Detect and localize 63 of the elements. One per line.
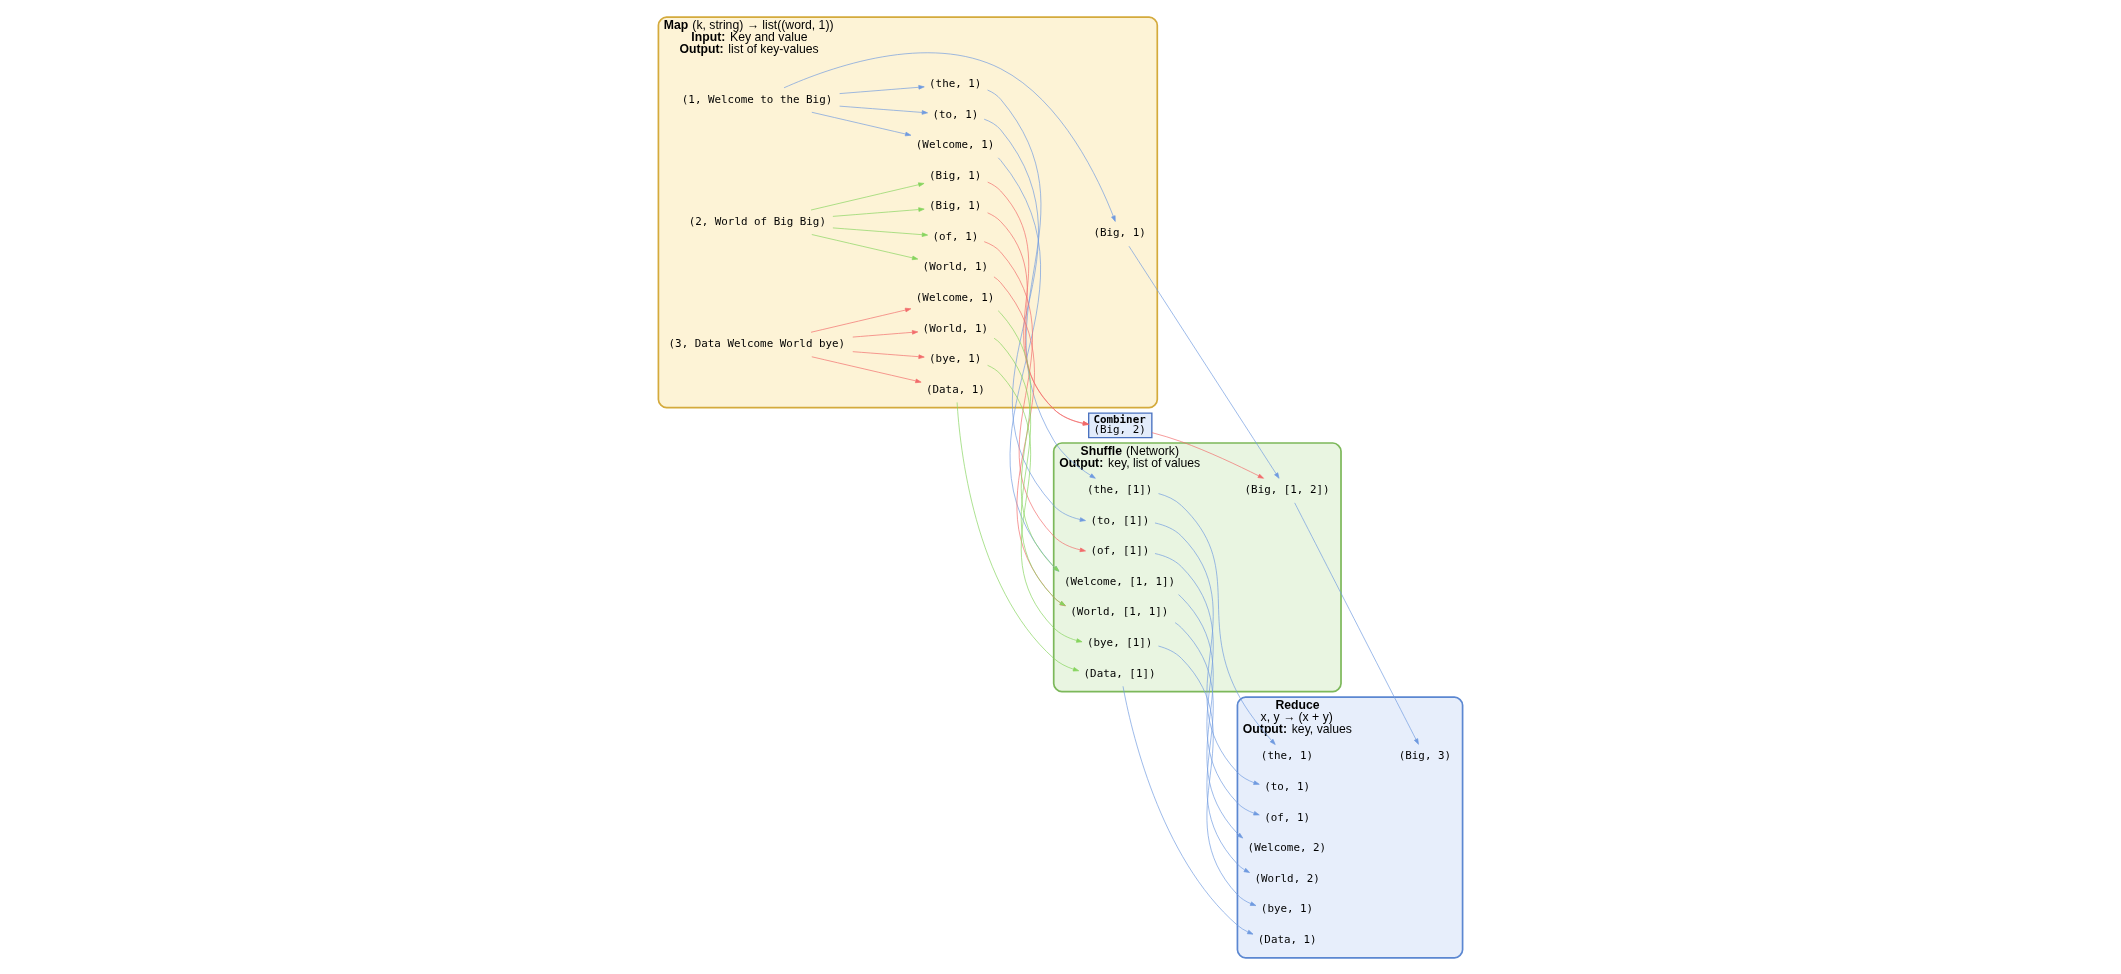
node-text: (2, World of Big Big)	[688, 214, 826, 228]
node-text: (of, 1)	[1264, 810, 1311, 824]
arrow	[832, 227, 928, 237]
arrow	[783, 51, 1116, 222]
arrow	[852, 329, 919, 337]
node-text: (the, 1)	[1260, 748, 1314, 762]
node-text: (World, 2)	[1254, 871, 1320, 885]
node-text: (World, 1)	[922, 259, 989, 273]
arrow	[1158, 645, 1257, 906]
arrow	[993, 276, 1066, 606]
node-text: (Big, 1)	[929, 198, 982, 212]
node-text: (the, 1)	[929, 76, 982, 90]
arrow	[997, 157, 1060, 572]
node-text: (bye, 1)	[1260, 901, 1314, 915]
node-box: Combiner (Big, 2)	[1088, 411, 1153, 438]
arrow	[1178, 593, 1244, 838]
arrow	[811, 233, 919, 260]
node-text: (bye, 1)	[929, 351, 982, 365]
node-text: (to, [1])	[1090, 513, 1150, 527]
arrow	[839, 105, 928, 115]
node-text: (3, Data Welcome World bye)	[668, 336, 846, 350]
arrow	[1158, 492, 1276, 745]
arrow	[987, 364, 1083, 643]
node-text: (Welcome, 1)	[915, 290, 995, 304]
node-text: (Data, [1])	[1083, 666, 1156, 680]
arrow	[811, 355, 922, 383]
arrow	[1154, 522, 1260, 785]
node-text: (Data, 1)	[1257, 932, 1317, 946]
arrow	[811, 111, 912, 136]
arrow	[1294, 502, 1419, 745]
node-text: (to, 1)	[1264, 779, 1311, 793]
node-text: (World, [1, 1])	[1070, 604, 1169, 618]
node-text: (of, 1)	[932, 229, 979, 243]
node-text: (Data, 1)	[926, 382, 985, 396]
node-text: (to, 1)	[932, 107, 979, 121]
arrow	[983, 240, 1086, 552]
arrow	[956, 401, 1080, 671]
arrow	[1128, 245, 1280, 479]
node-text: (Welcome, 2)	[1247, 840, 1327, 854]
node-text: (1, Welcome to the Big)	[681, 92, 833, 106]
node-text: (Welcome, 1)	[915, 137, 995, 151]
arrow	[1151, 431, 1264, 479]
arrow	[993, 337, 1066, 606]
arrow	[1174, 621, 1250, 873]
arrow	[810, 307, 912, 333]
arrow	[839, 84, 925, 94]
node-text: (bye, [1])	[1086, 635, 1153, 649]
arrow	[987, 89, 1096, 479]
node-text: (World, 1)	[922, 320, 989, 334]
arrow	[983, 118, 1086, 522]
node-text: (of, [1])	[1090, 543, 1150, 557]
arrow	[1122, 685, 1254, 934]
arrow	[810, 181, 925, 210]
arrow	[832, 206, 925, 217]
arrow	[997, 309, 1060, 572]
node-text: (Big, 1)	[1093, 225, 1146, 239]
node-text: (Welcome, [1, 1])	[1063, 574, 1176, 588]
arrow	[852, 350, 925, 359]
node-text: (the, [1])	[1086, 482, 1153, 496]
node-text: (Big, [1, 2])	[1244, 482, 1330, 496]
node-text: (Big, 1)	[929, 168, 982, 182]
arrow	[1154, 552, 1260, 815]
node-text: (Big, 3)	[1398, 748, 1452, 762]
